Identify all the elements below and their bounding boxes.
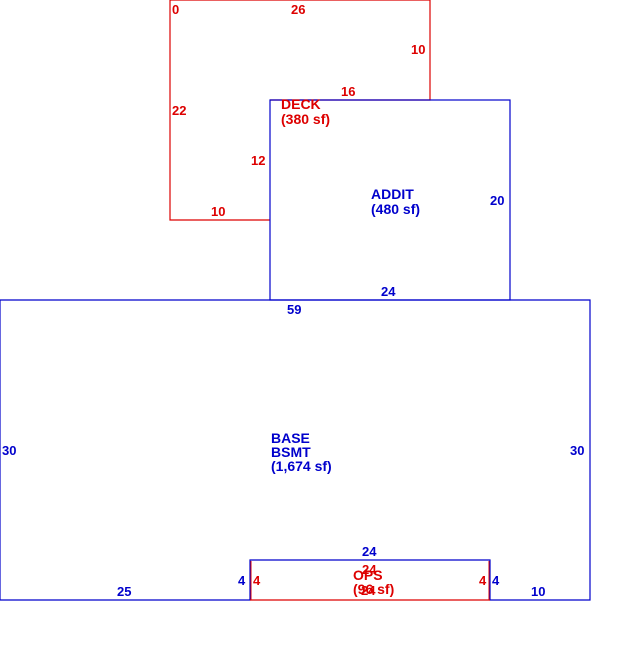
deck-dim-bottom: 10: [211, 204, 225, 219]
base-label-line2: BSMT: [271, 444, 311, 460]
deck-dim-right-upper: 10: [411, 42, 425, 57]
base-dim-notch-top: 24: [362, 544, 377, 559]
base-dim-bottom-left: 25: [117, 584, 131, 599]
base-label-line1: BASE: [271, 430, 310, 446]
base-dim-top: 59: [287, 302, 301, 317]
deck-dim-origin: 0: [172, 2, 179, 17]
ops-dim-left: 4: [253, 573, 261, 588]
addit-area: (480 sf): [371, 201, 420, 217]
base-dim-notch-right: 4: [492, 573, 500, 588]
ops-label: OPS: [353, 567, 383, 583]
ops-dim-right: 4: [479, 573, 487, 588]
base-dim-notch-left: 4: [238, 573, 246, 588]
addit-dim-bottom: 24: [381, 284, 396, 299]
base-dim-left: 30: [2, 443, 16, 458]
addit-label: ADDIT: [371, 186, 414, 202]
ops-dim-bottom: 24: [361, 583, 376, 598]
ops-dim-top: 24: [362, 562, 377, 577]
deck-area: (380 sf): [281, 111, 330, 127]
base-dim-bottom-right: 10: [531, 584, 545, 599]
base-area: (1,674 sf): [271, 458, 332, 474]
deck-dim-left: 22: [172, 103, 186, 118]
deck-dim-top: 26: [291, 2, 305, 17]
ops-area: (96 sf): [353, 581, 394, 597]
deck-dim-step: 16: [341, 84, 355, 99]
base-dim-right: 30: [570, 443, 584, 458]
deck-label: DECK: [281, 96, 321, 112]
addit-dim-right: 20: [490, 193, 504, 208]
deck-dim-inner: 12: [251, 153, 265, 168]
base-bsmt-outline: [0, 299, 591, 601]
